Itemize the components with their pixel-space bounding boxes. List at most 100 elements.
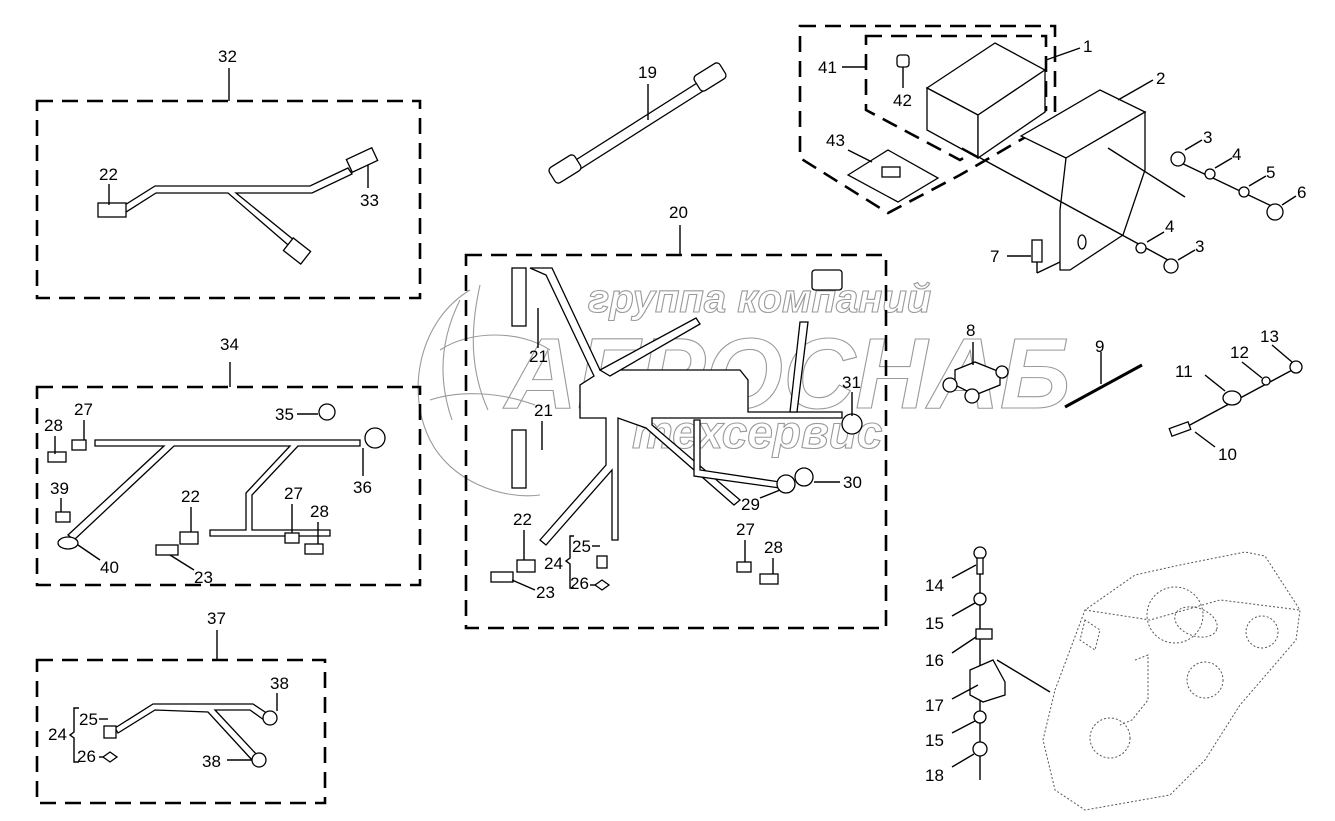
callout-7: 7 [990, 247, 999, 266]
connector-39 [55, 511, 71, 523]
callout-32: 32 [218, 47, 237, 66]
callout-15: 15 [925, 731, 944, 750]
callout-20: 20 [669, 203, 688, 222]
callout-43: 43 [826, 131, 845, 150]
gearbox-housing [1042, 551, 1301, 811]
callout-17: 17 [925, 696, 944, 715]
connector-28 [304, 543, 324, 555]
connector-29 [776, 474, 796, 494]
tee-connector-8[interactable]: 8 [942, 321, 1009, 404]
callout-28: 28 [44, 416, 63, 435]
sensor-mount-14-18[interactable]: 14 15 16 17 15 18 [925, 546, 1051, 785]
callout-26: 26 [570, 574, 589, 593]
callout-5: 5 [1266, 163, 1275, 182]
group-34-harness[interactable]: 34 27 28 35 36 39 40 22 23 27 [35, 335, 422, 587]
callout-37: 37 [207, 609, 226, 628]
connector-22 [179, 531, 199, 545]
callout-21: 21 [529, 347, 548, 366]
bracket-2 [1019, 89, 1147, 271]
cable-19[interactable]: 19 [548, 61, 728, 184]
callout-12: 12 [1230, 343, 1249, 362]
screw-14-shank [976, 557, 984, 575]
connector-31 [841, 413, 863, 435]
callout-6: 6 [1297, 183, 1306, 202]
connector-21 [511, 429, 527, 489]
group-32-boundary [35, 99, 422, 300]
connector-35 [318, 403, 336, 421]
callout-24: 24 [48, 725, 67, 744]
washer-4 [1204, 168, 1216, 180]
watermark-line1: группа компаний [588, 277, 931, 321]
callout-28: 28 [764, 538, 783, 557]
connector-28 [759, 573, 779, 585]
connector-28 [47, 451, 67, 463]
callout-29: 29 [741, 495, 760, 514]
connector-36 [364, 427, 386, 449]
callout-2: 2 [1156, 69, 1165, 88]
connector-plug [811, 269, 843, 291]
nut-3 [1170, 151, 1186, 167]
callout-15: 15 [925, 614, 944, 633]
callout-27: 27 [284, 484, 303, 503]
callout-22: 22 [181, 487, 200, 506]
clip-24 [103, 725, 117, 739]
callout-35: 35 [275, 405, 294, 424]
harness-20-wire [490, 267, 863, 591]
callout-13: 13 [1260, 327, 1279, 346]
harness-32-wire [97, 146, 379, 265]
callout-39: 39 [50, 479, 69, 498]
connector-27 [284, 532, 300, 544]
nut-18 [972, 741, 988, 757]
group-20-harness[interactable]: 20 21 21 31 22 23 24 [464, 203, 888, 630]
callout-34: 34 [220, 335, 239, 354]
callout-22: 22 [99, 165, 118, 184]
control-box [925, 42, 1047, 160]
callout-26: 26 [77, 747, 96, 766]
callout-14: 14 [925, 576, 944, 595]
control-box-assembly[interactable]: 1 41 42 43 2 3 4 5 6 4 [798, 24, 1306, 274]
washer-26 [593, 579, 611, 591]
fuse-42 [896, 54, 910, 68]
clamp-assembly-10-13[interactable]: 10 11 12 13 [1168, 327, 1303, 464]
callout-30: 30 [843, 473, 862, 492]
callout-22: 22 [513, 510, 532, 529]
screw-14 [973, 546, 987, 560]
callout-31: 31 [842, 373, 861, 392]
nut-13 [1289, 360, 1303, 374]
connector-22 [516, 559, 536, 573]
nut-3 [1163, 258, 1179, 274]
clip-24 [596, 555, 608, 569]
callout-16: 16 [925, 651, 944, 670]
sensor-16 [975, 628, 993, 640]
connector-38 [251, 752, 267, 768]
callout-21: 21 [534, 401, 553, 420]
group-1-boundary [798, 24, 1057, 215]
connector-23 [490, 571, 514, 583]
callout-41: 41 [818, 58, 837, 77]
harness-37-wire [101, 703, 278, 768]
callout-25: 25 [79, 710, 98, 729]
callout-18: 18 [925, 766, 944, 785]
connector-40 [57, 536, 79, 550]
cable-tie-9[interactable]: 9 [1064, 337, 1143, 409]
group-32-harness[interactable]: 32 22 33 [35, 47, 422, 300]
callout-27: 27 [74, 400, 93, 419]
callout-23: 23 [536, 583, 555, 602]
connector-27 [71, 439, 87, 451]
callout-38: 38 [202, 752, 221, 771]
group-37-boundary [35, 658, 327, 805]
screw-10 [1168, 420, 1192, 438]
bolt-7 [1031, 239, 1043, 263]
cap-30 [794, 467, 814, 487]
washer-4 [1135, 242, 1147, 254]
washer-5 [1238, 186, 1250, 198]
watermark-leaf-logo [417, 284, 551, 497]
clamp-11 [1222, 390, 1242, 406]
connector-21 [511, 267, 527, 327]
callout-24: 24 [544, 554, 563, 573]
washer-15 [973, 592, 987, 606]
callout-4: 4 [1232, 145, 1241, 164]
group-37-harness[interactable]: 37 24 25 26 38 38 [35, 609, 327, 805]
washer-15 [973, 710, 987, 724]
callout-10: 10 [1218, 445, 1237, 464]
